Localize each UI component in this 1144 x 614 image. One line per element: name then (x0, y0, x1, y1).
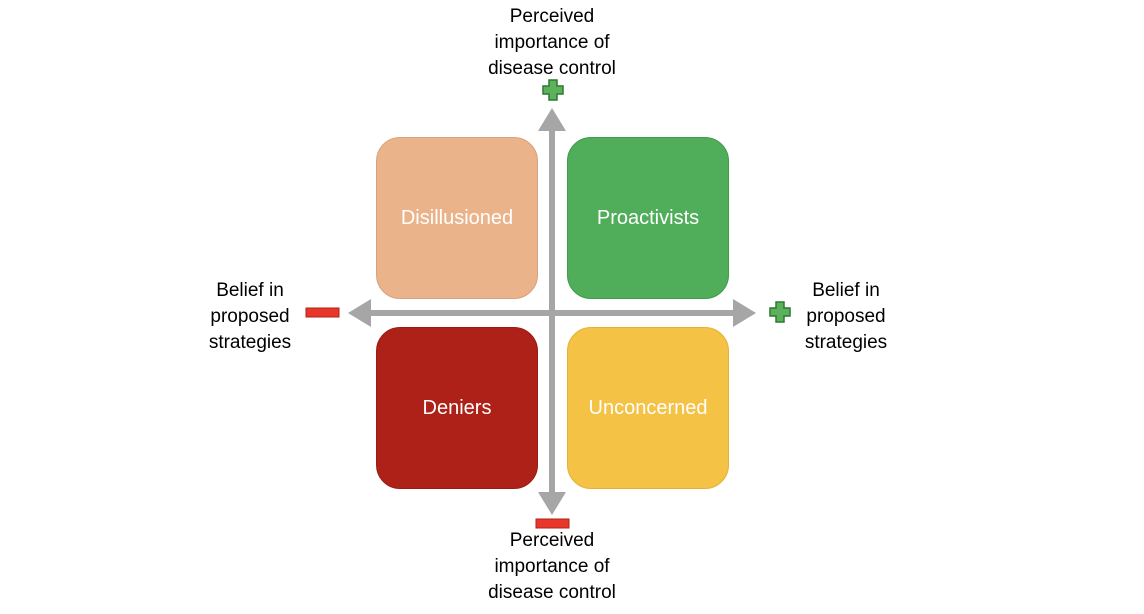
quadrant-label-proactivists: Proactivists (596, 206, 700, 229)
left-label-line-1: Belief in (216, 280, 284, 301)
left-label-line-2: proposed (210, 306, 290, 327)
quadrant-label-disillusioned: Disillusioned (400, 206, 514, 229)
quadrant-label-unconcerned: Unconcerned (588, 396, 708, 419)
top-label-line-2: importance of (494, 32, 610, 53)
horizontal-axis-arrow-left (348, 299, 371, 327)
quadrant-label-deniers: Deniers (422, 396, 492, 419)
bottom-label-line-3: disease control (488, 582, 616, 603)
horizontal-axis-arrow-right (733, 299, 756, 327)
horizontal-axis-left-label: Belief in proposed strategies (190, 278, 310, 356)
bottom-label-line-2: importance of (494, 556, 610, 577)
plus-icon-top (542, 79, 564, 101)
minus-icon-left (305, 307, 340, 318)
quadrant-disillusioned: Disillusioned (376, 137, 538, 299)
vertical-axis-bottom-label: Perceived importance of disease control (452, 528, 652, 606)
right-label-line-3: strategies (804, 332, 888, 353)
vertical-axis-arrow-down (538, 492, 566, 515)
quadrant-unconcerned: Unconcerned (567, 327, 729, 489)
plus-icon-right (769, 301, 791, 323)
left-label-line-3: strategies (208, 332, 292, 353)
right-label-line-1: Belief in (812, 280, 880, 301)
right-label-line-2: proposed (806, 306, 886, 327)
vertical-axis-arrow-up (538, 108, 566, 131)
quadrant-deniers: Deniers (376, 327, 538, 489)
quadrant-proactivists: Proactivists (567, 137, 729, 299)
bottom-label-line-1: Perceived (509, 530, 595, 551)
horizontal-axis-right-label: Belief in proposed strategies (786, 278, 906, 356)
top-label-line-1: Perceived (509, 6, 595, 27)
minus-icon-bottom (535, 518, 570, 529)
vertical-axis-top-label: Perceived importance of disease control (452, 4, 652, 82)
top-label-line-3: disease control (488, 58, 616, 79)
